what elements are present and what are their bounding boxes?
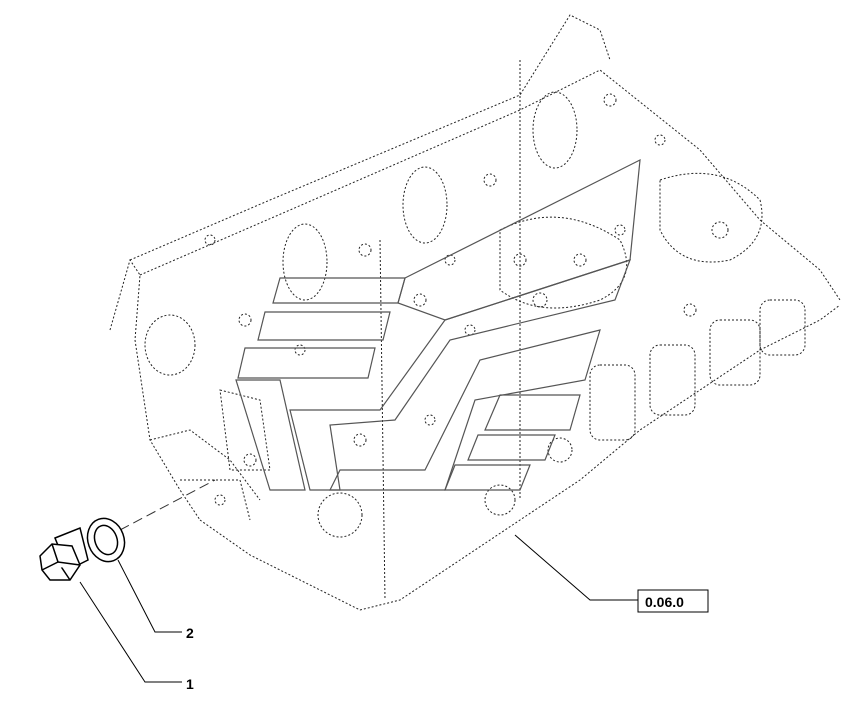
leader-line-1 (79, 581, 182, 683)
reference-box: 0.06.0 (637, 589, 709, 613)
leader-lines (79, 534, 638, 683)
plug-part-1 (39, 526, 89, 581)
leader-line-ref (514, 534, 638, 601)
reference-label: 0.06.0 (645, 594, 684, 610)
washer-part-2 (86, 517, 126, 563)
explode-line (119, 479, 216, 531)
callout-label-1: 1 (186, 676, 194, 692)
engine-block (109, 14, 841, 611)
brand-watermark (235, 158, 641, 491)
callout-label-2: 2 (186, 625, 194, 641)
leader-line-2 (117, 559, 182, 633)
